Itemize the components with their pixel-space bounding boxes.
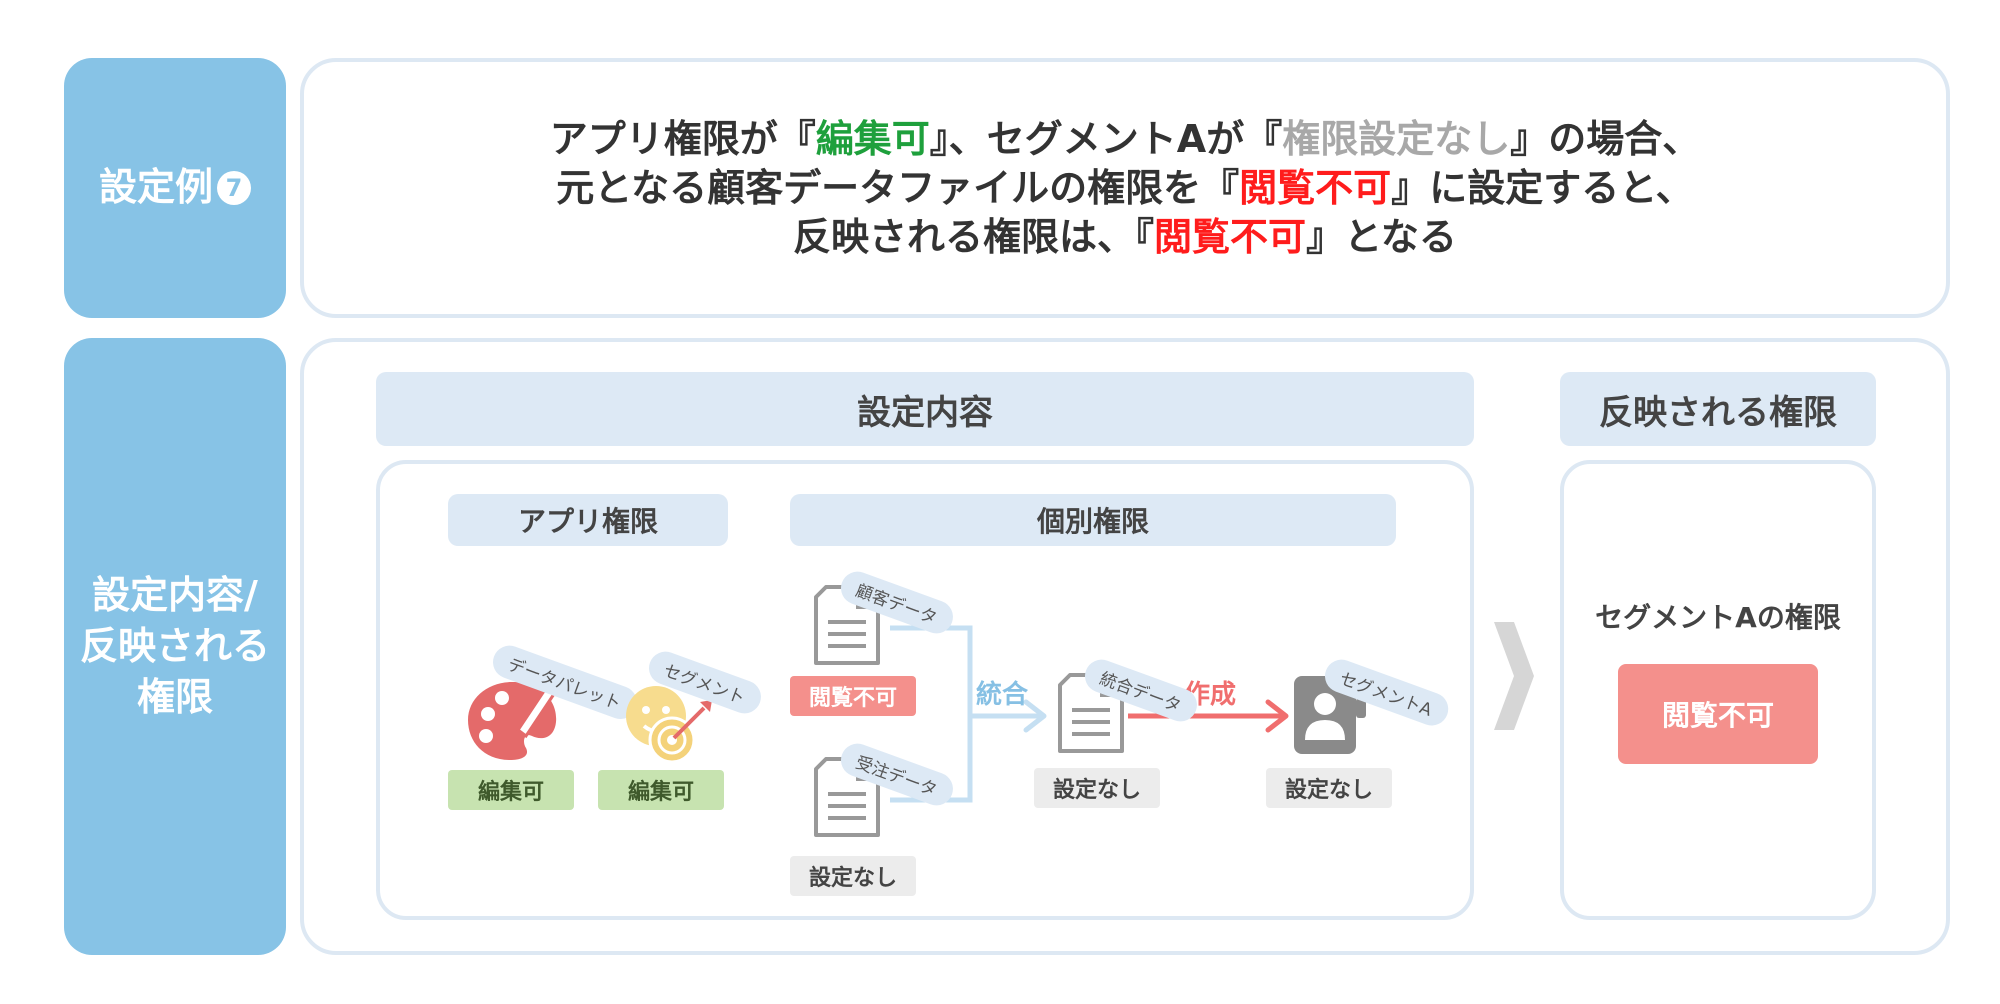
source-file-order: 受注データ: [810, 732, 990, 852]
segment-a: セグメントA: [1290, 648, 1470, 768]
segment-user-icon: [1294, 676, 1366, 754]
result-permission-value: 閲覧不可: [1154, 214, 1307, 259]
content-label-line-1: 設定内容/: [92, 572, 258, 617]
example-label-text: 設定例: [98, 165, 213, 210]
badge-merged-not-set: 設定なし: [1034, 768, 1160, 808]
result-chevron-icon: [1494, 622, 1534, 730]
badge-segment-a-not-set: 設定なし: [1266, 768, 1392, 808]
summary-line-3: 反映される権限は、『閲覧不可』となる: [793, 214, 1457, 259]
content-label-line-3: 権限: [136, 675, 213, 720]
create-arrow: [1128, 699, 1289, 733]
badge-order-not-set: 設定なし: [790, 856, 916, 896]
badge-palette-editable: 編集可: [448, 770, 574, 810]
segment-permission-value: 権限設定なし: [1282, 116, 1511, 161]
palette-icon: [468, 679, 561, 760]
result-title: セグメントAの権限: [1595, 601, 1841, 634]
app-permission-value: 編集可: [815, 116, 930, 161]
summary-line-1: アプリ権限が『編集可』、セグメントAが『権限設定なし』の場合、: [549, 116, 1701, 161]
result-header: 反映される権限: [1560, 372, 1876, 446]
content-label-line-2: 反映される: [79, 623, 270, 668]
source-file-permission-value: 閲覧不可: [1239, 165, 1392, 210]
segment-target-icon: [626, 686, 712, 764]
summary-panel: アプリ権限が『編集可』、セグメントAが『権限設定なし』の場合、 元となる顧客デー…: [300, 58, 1950, 318]
source-file-customer: 顧客データ: [810, 560, 990, 680]
summary-line-2: 元となる顧客データファイルの権限を『閲覧不可』に設定すると、: [556, 165, 1694, 210]
settings-header: 設定内容: [376, 372, 1474, 446]
app-item-segment: セグメント: [600, 640, 766, 810]
merge-label: 統合: [976, 680, 1029, 710]
badge-segment-editable: 編集可: [598, 770, 724, 810]
example-label: 設定例 7: [64, 58, 286, 318]
app-permission-header: アプリ権限: [448, 494, 728, 546]
merged-file: 統合データ: [1054, 648, 1234, 768]
content-label: 設定内容/ 反映される 権限: [64, 338, 286, 955]
result-badge-no-view: 閲覧不可: [1618, 664, 1818, 764]
app-item-data-palette: データパレット: [448, 640, 642, 810]
example-number-badge: 7: [217, 171, 251, 205]
individual-permission-header: 個別権限: [790, 494, 1396, 546]
summary-text: アプリ権限が『編集可』、セグメントAが『権限設定なし』の場合、 元となる顧客デー…: [550, 115, 1700, 262]
badge-customer-no-view: 閲覧不可: [790, 676, 916, 716]
